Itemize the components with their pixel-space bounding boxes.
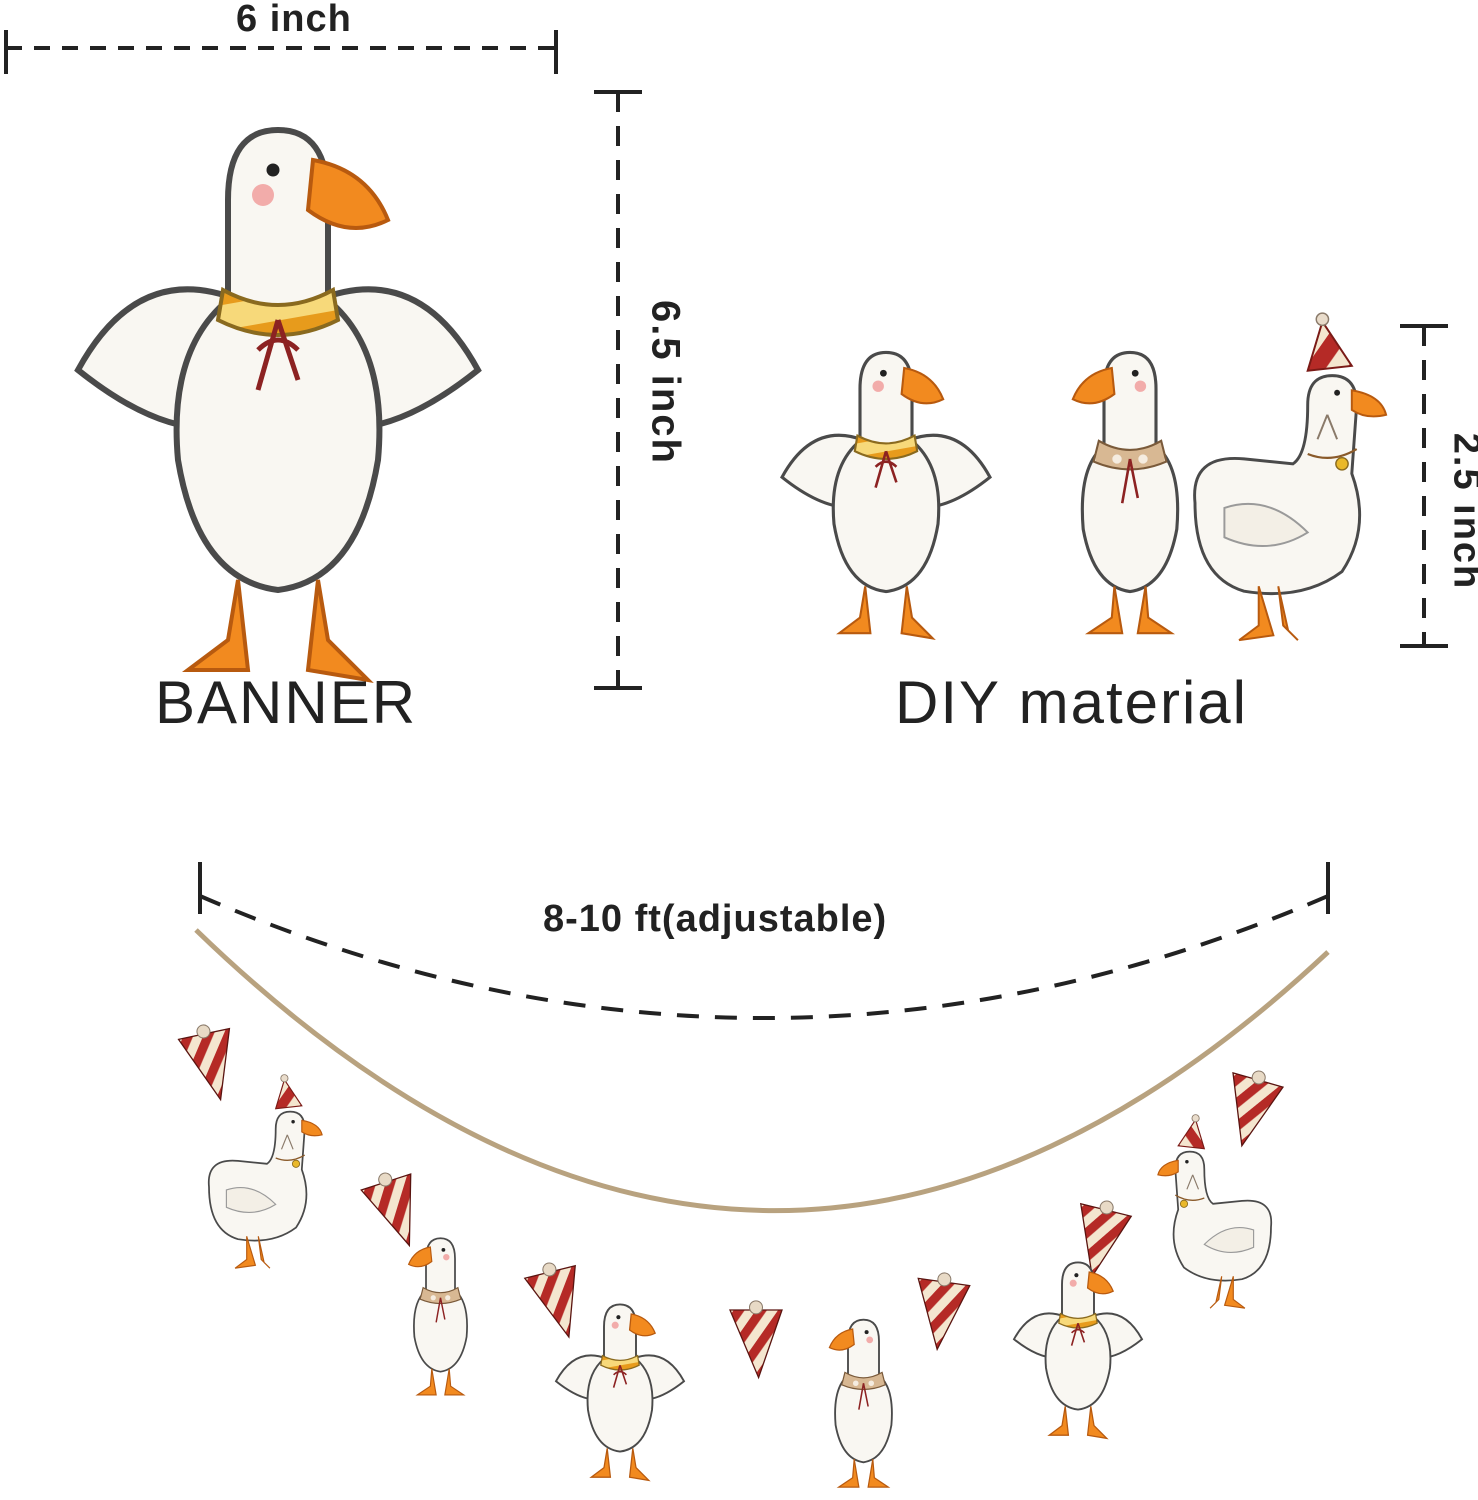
banner-height-label: 6.5 inch <box>643 300 688 465</box>
garland-goose <box>1157 1113 1273 1310</box>
garland-pennant <box>729 1300 783 1379</box>
banner-width-dimension <box>4 30 558 74</box>
diy-goose-3 <box>1193 311 1388 642</box>
diy-material-caption: DIY material <box>895 669 1249 736</box>
garland-string <box>194 928 1330 1213</box>
garland-pennant <box>1213 1063 1287 1153</box>
garland-goose <box>555 1303 685 1482</box>
diy-height-dimension <box>1400 324 1448 648</box>
garland-length-label: 8-10 ft(adjustable) <box>543 898 888 940</box>
garland-pennant <box>521 1256 593 1345</box>
garland-pennant <box>908 1268 972 1354</box>
diy-height-label: 2.5 inch <box>1445 432 1478 591</box>
garland-pennant <box>176 1019 245 1107</box>
garland-goose <box>407 1237 468 1396</box>
garland-goose <box>1013 1261 1143 1440</box>
banner-height-dimension <box>594 90 642 690</box>
garland-length-dimension <box>198 862 1330 1020</box>
garland-pennant <box>357 1164 433 1255</box>
diy-goose-1 <box>780 350 992 640</box>
garland-goose <box>828 1318 893 1489</box>
diy-goose-2 <box>1071 350 1180 635</box>
banner-caption: BANNER <box>155 669 418 736</box>
length-dashed-arc <box>199 894 1329 1020</box>
garland-goose <box>207 1073 323 1270</box>
banner-goose-illustration <box>78 130 478 680</box>
banner-width-label: 6 inch <box>236 0 352 40</box>
